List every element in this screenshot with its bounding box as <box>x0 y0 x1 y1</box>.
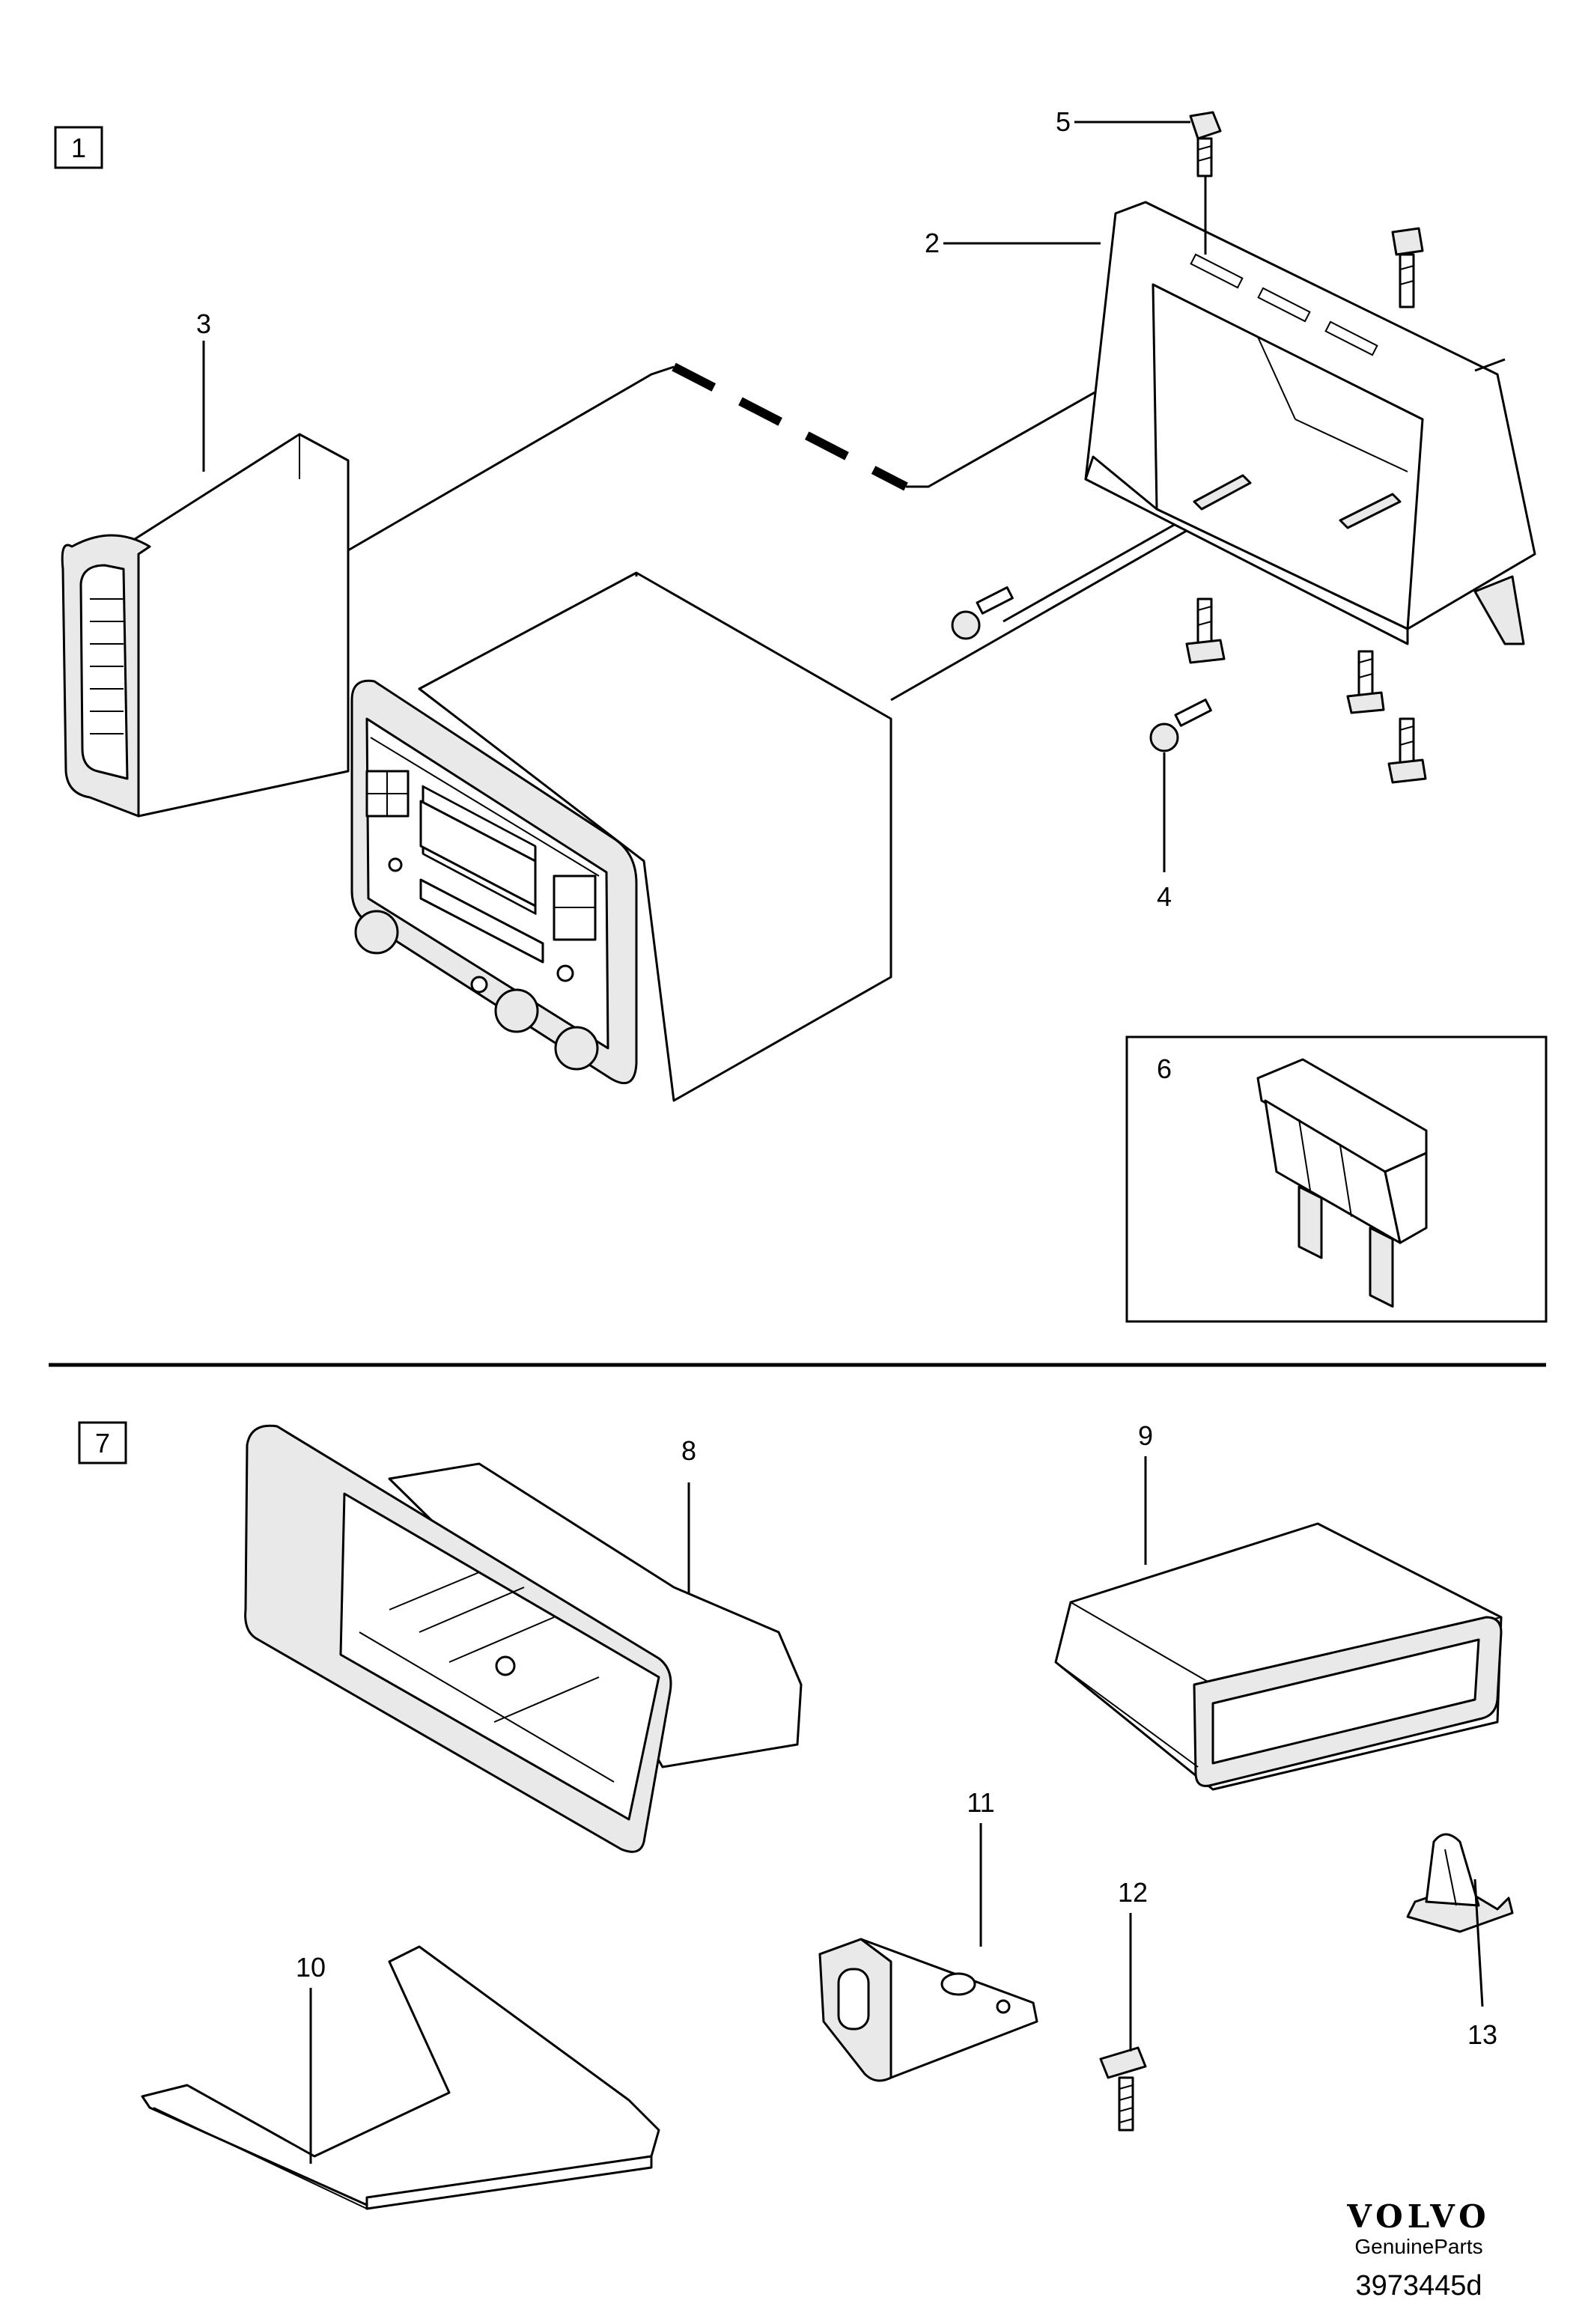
radio-knobs <box>354 857 599 1071</box>
part-13-clip <box>1406 1833 1514 1933</box>
section-7-label: 7 <box>95 1428 110 1458</box>
part-11-angle-bracket <box>818 1938 1038 2082</box>
section-7-label-box: 7 <box>78 1421 127 1464</box>
callout-11: 11 <box>967 1787 994 1818</box>
radio-display <box>419 800 537 907</box>
radio-head-unit <box>350 571 892 1102</box>
part-9-storage-tray <box>1054 1522 1503 1791</box>
part-6-fuse-inset: 6 <box>1125 1035 1548 1323</box>
part-12-screw <box>1099 2046 1147 2132</box>
callout-4: 4 <box>1157 881 1172 912</box>
leader-lines-section-1 <box>202 121 1207 872</box>
bracket-top-slots <box>1190 253 1378 356</box>
radio-right-buttons <box>553 874 597 941</box>
part-5-screw-top <box>1189 111 1222 177</box>
radio-cassette-slot <box>419 878 544 964</box>
screw-side-mid <box>951 586 1014 640</box>
radio-left-buttons <box>365 770 410 818</box>
callout-6: 6 <box>1157 1053 1172 1084</box>
callout-2: 2 <box>925 228 940 258</box>
screw-bracket-bottom-2 <box>1346 650 1385 714</box>
section-1-label: 1 <box>71 133 86 163</box>
part-10-bracket-plate <box>141 1945 660 2210</box>
callout-labels-section-1: 5 2 3 4 <box>196 106 1172 912</box>
callout-10: 10 <box>296 1952 326 1983</box>
callout-13: 13 <box>1467 2019 1497 2050</box>
part-4-screw <box>1149 699 1212 752</box>
leader-lines-section-7 <box>309 1456 1484 2164</box>
volvo-logo-text: VOLVO <box>1346 2198 1490 2235</box>
section-1-label-box: 1 <box>54 126 103 169</box>
callout-3: 3 <box>196 308 211 339</box>
callout-5: 5 <box>1056 106 1071 137</box>
screw-bracket-bottom-3 <box>1387 717 1427 784</box>
callout-labels-section-7: 8 9 10 11 12 13 <box>296 1420 1497 2050</box>
genuine-parts-text: GenuineParts <box>1354 2235 1482 2258</box>
callout-9: 9 <box>1138 1420 1153 1451</box>
callout-12: 12 <box>1118 1877 1148 1908</box>
part-3-cover-trim <box>61 433 350 818</box>
part-8-frame-housing <box>244 1424 803 1853</box>
part-2-mounting-bracket <box>1084 201 1536 645</box>
screw-bracket-right-top <box>1391 227 1424 308</box>
brand-block: VOLVO GenuineParts 3973445d <box>1346 2198 1490 2302</box>
screw-bracket-bottom-1 <box>1185 597 1226 664</box>
document-id: 3973445d <box>1355 2270 1482 2302</box>
frame-internal-ribs <box>359 1572 615 1783</box>
callout-8: 8 <box>681 1435 696 1466</box>
cover-grille-slats <box>90 598 124 734</box>
